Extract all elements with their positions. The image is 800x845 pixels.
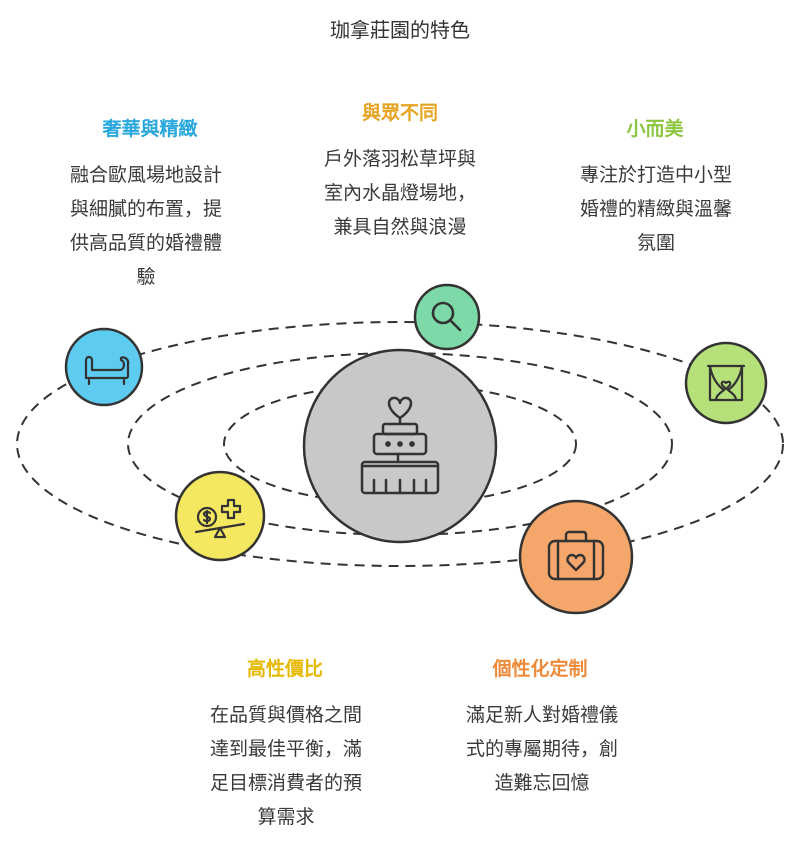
- feature-title-custom: 個性化定制: [492, 658, 588, 680]
- outer-orbit: [16, 321, 784, 567]
- feature-desc-luxury: 融合歐風場地設計 與細膩的布置，提 供高品質的婚禮體 驗: [69, 164, 222, 288]
- diagram-title: 珈拿莊園的特色: [330, 18, 470, 42]
- feature-title-unique: 與眾不同: [361, 102, 438, 124]
- curtain-stage-icon: [706, 364, 746, 402]
- feature-title-small: 小而美: [626, 118, 684, 140]
- feature-desc-small: 專注於打造中小型 婚禮的精緻與溫馨 氛圍: [579, 164, 732, 254]
- wedding-cake-icon: [360, 396, 440, 495]
- feature-desc-unique: 戶外落羽松草坪與 室內水晶燈場地， 兼具自然與浪漫: [323, 148, 476, 238]
- feature-desc-custom: 滿足新人對婚禮儀 式的專屬期待，創 造難忘回憶: [465, 704, 618, 794]
- node-custom: [518, 499, 634, 615]
- node-value: [174, 470, 266, 562]
- balance-scale-icon: [194, 498, 246, 539]
- node-small: [684, 341, 768, 425]
- sofa-icon: [84, 355, 130, 386]
- node-luxury: [64, 327, 144, 407]
- feature-title-luxury: 奢華與精緻: [102, 118, 198, 140]
- feature-title-value: 高性價比: [246, 658, 323, 680]
- node-unique: [413, 283, 481, 351]
- feature-desc-value: 在品質與價格之間 達到最佳平衡，滿 足目標消費者的預 算需求: [209, 704, 362, 828]
- center-node: [302, 348, 498, 544]
- magnifier-icon: [431, 301, 462, 332]
- suitcase-heart-icon: [547, 530, 605, 581]
